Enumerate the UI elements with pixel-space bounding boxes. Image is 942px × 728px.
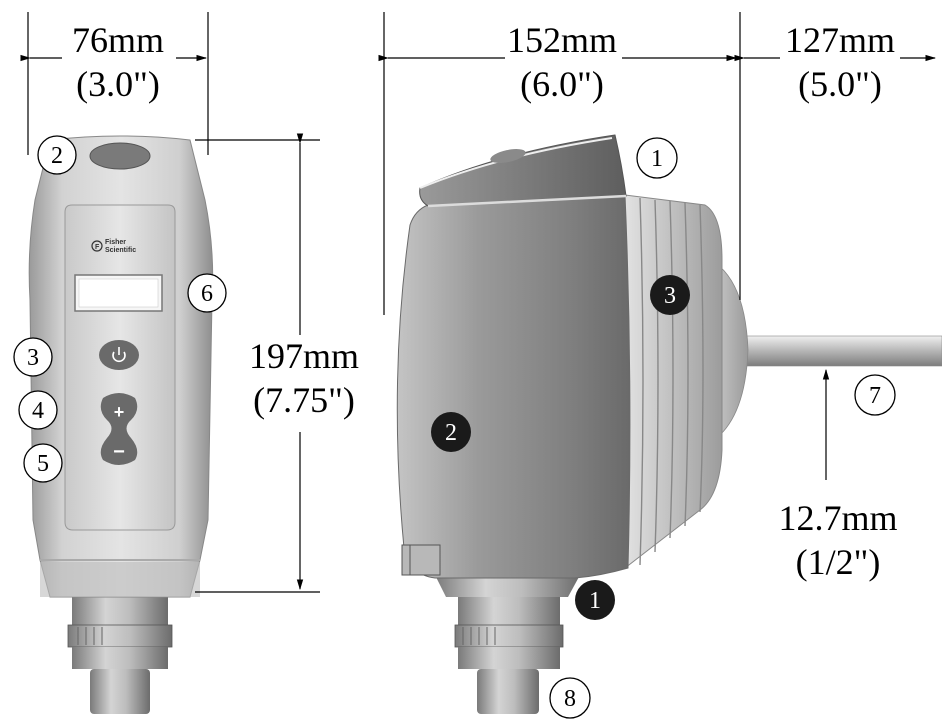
front-view: F Fisher Scientific + −	[28, 135, 214, 714]
extension-mm: 127mm	[785, 20, 895, 60]
callout-front-5: 5	[23, 443, 63, 483]
svg-text:3: 3	[27, 345, 39, 371]
power-button[interactable]	[99, 340, 139, 370]
extension-in: (5.0")	[798, 64, 882, 104]
svg-text:3: 3	[664, 283, 676, 309]
side-depth-dimension	[378, 12, 937, 315]
side-view	[396, 134, 942, 714]
svg-text:F: F	[95, 244, 100, 251]
callout-front-2: 2	[37, 135, 77, 175]
svg-text:2: 2	[445, 420, 457, 446]
svg-text:1: 1	[589, 588, 601, 614]
callout-side-1-outline: 1	[636, 137, 678, 179]
front-width-in: (3.0")	[76, 64, 160, 104]
svg-text:7: 7	[869, 383, 881, 409]
svg-text:5: 5	[37, 451, 49, 477]
fisher-logo: F Fisher Scientific	[91, 239, 136, 254]
svg-text:2: 2	[51, 143, 63, 169]
top-button[interactable]	[89, 142, 151, 170]
side-top-button[interactable]	[489, 146, 527, 165]
front-width-dimension	[20, 12, 209, 155]
svg-text:8: 8	[564, 686, 576, 712]
height-in: (7.75")	[253, 380, 355, 420]
height-mm: 197mm	[249, 336, 359, 376]
front-chuck	[67, 595, 173, 714]
shaft-dia-mm: 12.7mm	[778, 498, 897, 538]
front-width-mm: 76mm	[72, 20, 164, 60]
logo-line1: Fisher	[105, 239, 126, 246]
svg-text:4: 4	[32, 398, 44, 424]
shaft	[729, 335, 942, 367]
svg-text:6: 6	[201, 281, 213, 307]
callout-front-6: 6	[187, 273, 227, 313]
callout-front-4: 4	[18, 390, 58, 430]
side-depth-mm: 152mm	[507, 20, 617, 60]
logo-line2: Scientific	[105, 247, 136, 254]
callout-side-2-filled: 2	[431, 412, 471, 452]
power-icon	[112, 347, 126, 363]
minus-label: −	[113, 441, 125, 463]
svg-text:1: 1	[651, 146, 663, 172]
height-dimension	[195, 133, 320, 593]
logo-f-icon	[91, 240, 103, 252]
plus-minus-rocker[interactable]: + −	[100, 393, 138, 465]
side-chuck	[435, 575, 580, 714]
side-housing	[396, 194, 631, 579]
callout-side-3-filled: 3	[650, 275, 690, 315]
callout-side-1-filled: 1	[575, 580, 615, 620]
callout-side-8-outline: 8	[549, 677, 591, 719]
callout-front-3: 3	[13, 337, 53, 377]
shaft-dia-in: (1/2")	[796, 542, 881, 582]
side-top-cap	[419, 134, 627, 207]
callout-side-7-outline: 7	[854, 374, 896, 416]
side-depth-in: (6.0")	[520, 64, 604, 104]
plus-label: +	[114, 402, 125, 422]
